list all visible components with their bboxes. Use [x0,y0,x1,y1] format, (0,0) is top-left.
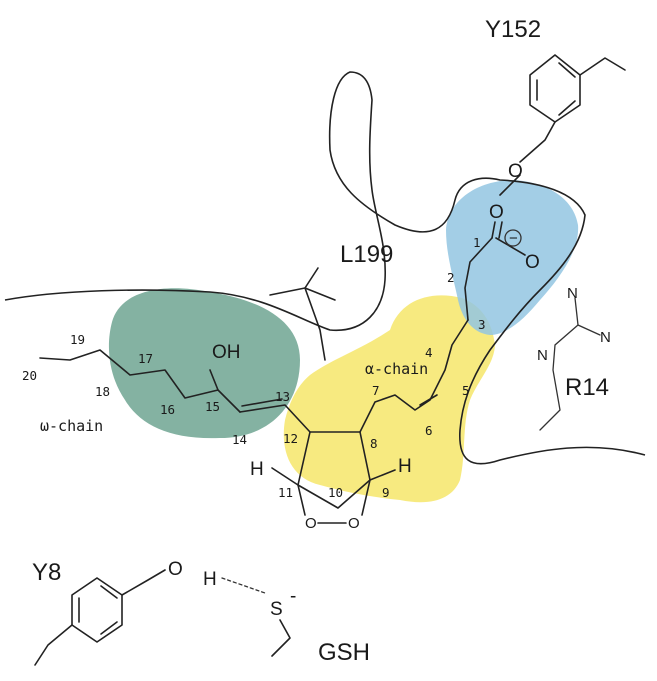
atom-peroxide-o-right: O [348,515,360,532]
carbon-number-4: 4 [425,345,433,360]
carboxyl-charge-circle [504,229,522,247]
alpha-chain-region [283,295,495,503]
carbon-number-13: 13 [275,389,290,404]
alpha-chain-bonds [359,319,469,433]
carbon-number-14: 14 [232,432,247,447]
carboxyl-region [446,180,579,335]
carbon-number-10: 10 [328,485,343,500]
carboxylate-group [464,221,526,321]
atom-r14-n-right: N [600,329,611,346]
atom-y8-oxygen: O [168,559,183,580]
carbon-number-6: 6 [425,423,433,438]
carbon-number-3: 3 [478,317,486,332]
carbon-number-2: 2 [447,270,455,285]
label-l199: L199 [340,241,393,268]
atom-y8-hydrogen: H [203,569,217,590]
atom-h-right: H [398,456,412,477]
carbon-number-5: 5 [462,383,470,398]
label-r14: R14 [565,374,609,401]
omega-chain-region [108,288,300,439]
y8-tyrosine [34,569,166,666]
carbon-number-15: 15 [205,399,220,414]
carbon-number-7: 7 [372,383,380,398]
carbon-number-9: 9 [382,485,390,500]
atom-y152-oxygen: O [508,161,523,182]
atom-carboxyl-o-top: O [489,202,504,223]
label-alpha-chain: α-chain [365,360,428,378]
l199-residue-skeleton [269,267,336,361]
atom-carboxyl-o-right: O [525,252,540,273]
atom-r14-n-left: N [537,347,548,364]
label-gsh: GSH [318,639,370,666]
atom-gsh-charge: - [290,586,296,607]
atom-hydroxyl: OH [212,342,241,363]
carbon-number-17: 17 [138,351,153,366]
label-y8: Y8 [32,559,61,586]
carbon-number-12: 12 [283,431,298,446]
carbon-number-11: 11 [278,485,293,500]
carbon-number-8: 8 [370,436,378,451]
label-omega-chain: ω-chain [40,417,103,435]
atom-gsh-sulfur: S [270,599,283,620]
cyclopentane-ring [271,431,396,516]
binding-pocket-outline [4,71,646,465]
atom-r14-n-top: N [567,285,578,302]
carbon-number-18: 18 [95,384,110,399]
omega-chain-bonds [39,349,311,433]
carbon-number-19: 19 [70,332,85,347]
carbon-number-20: 20 [22,368,37,383]
atom-carboxyl-charge: − [509,230,518,247]
r14-arginine [539,297,601,431]
label-y152: Y152 [485,16,541,43]
carbon-number-16: 16 [160,402,175,417]
atom-h-left: H [250,459,264,480]
gsh-thiolate [221,577,291,657]
y152-tyrosine [499,54,626,196]
atom-peroxide-o-left: O [305,515,317,532]
carbon-number-1: 1 [473,235,481,250]
